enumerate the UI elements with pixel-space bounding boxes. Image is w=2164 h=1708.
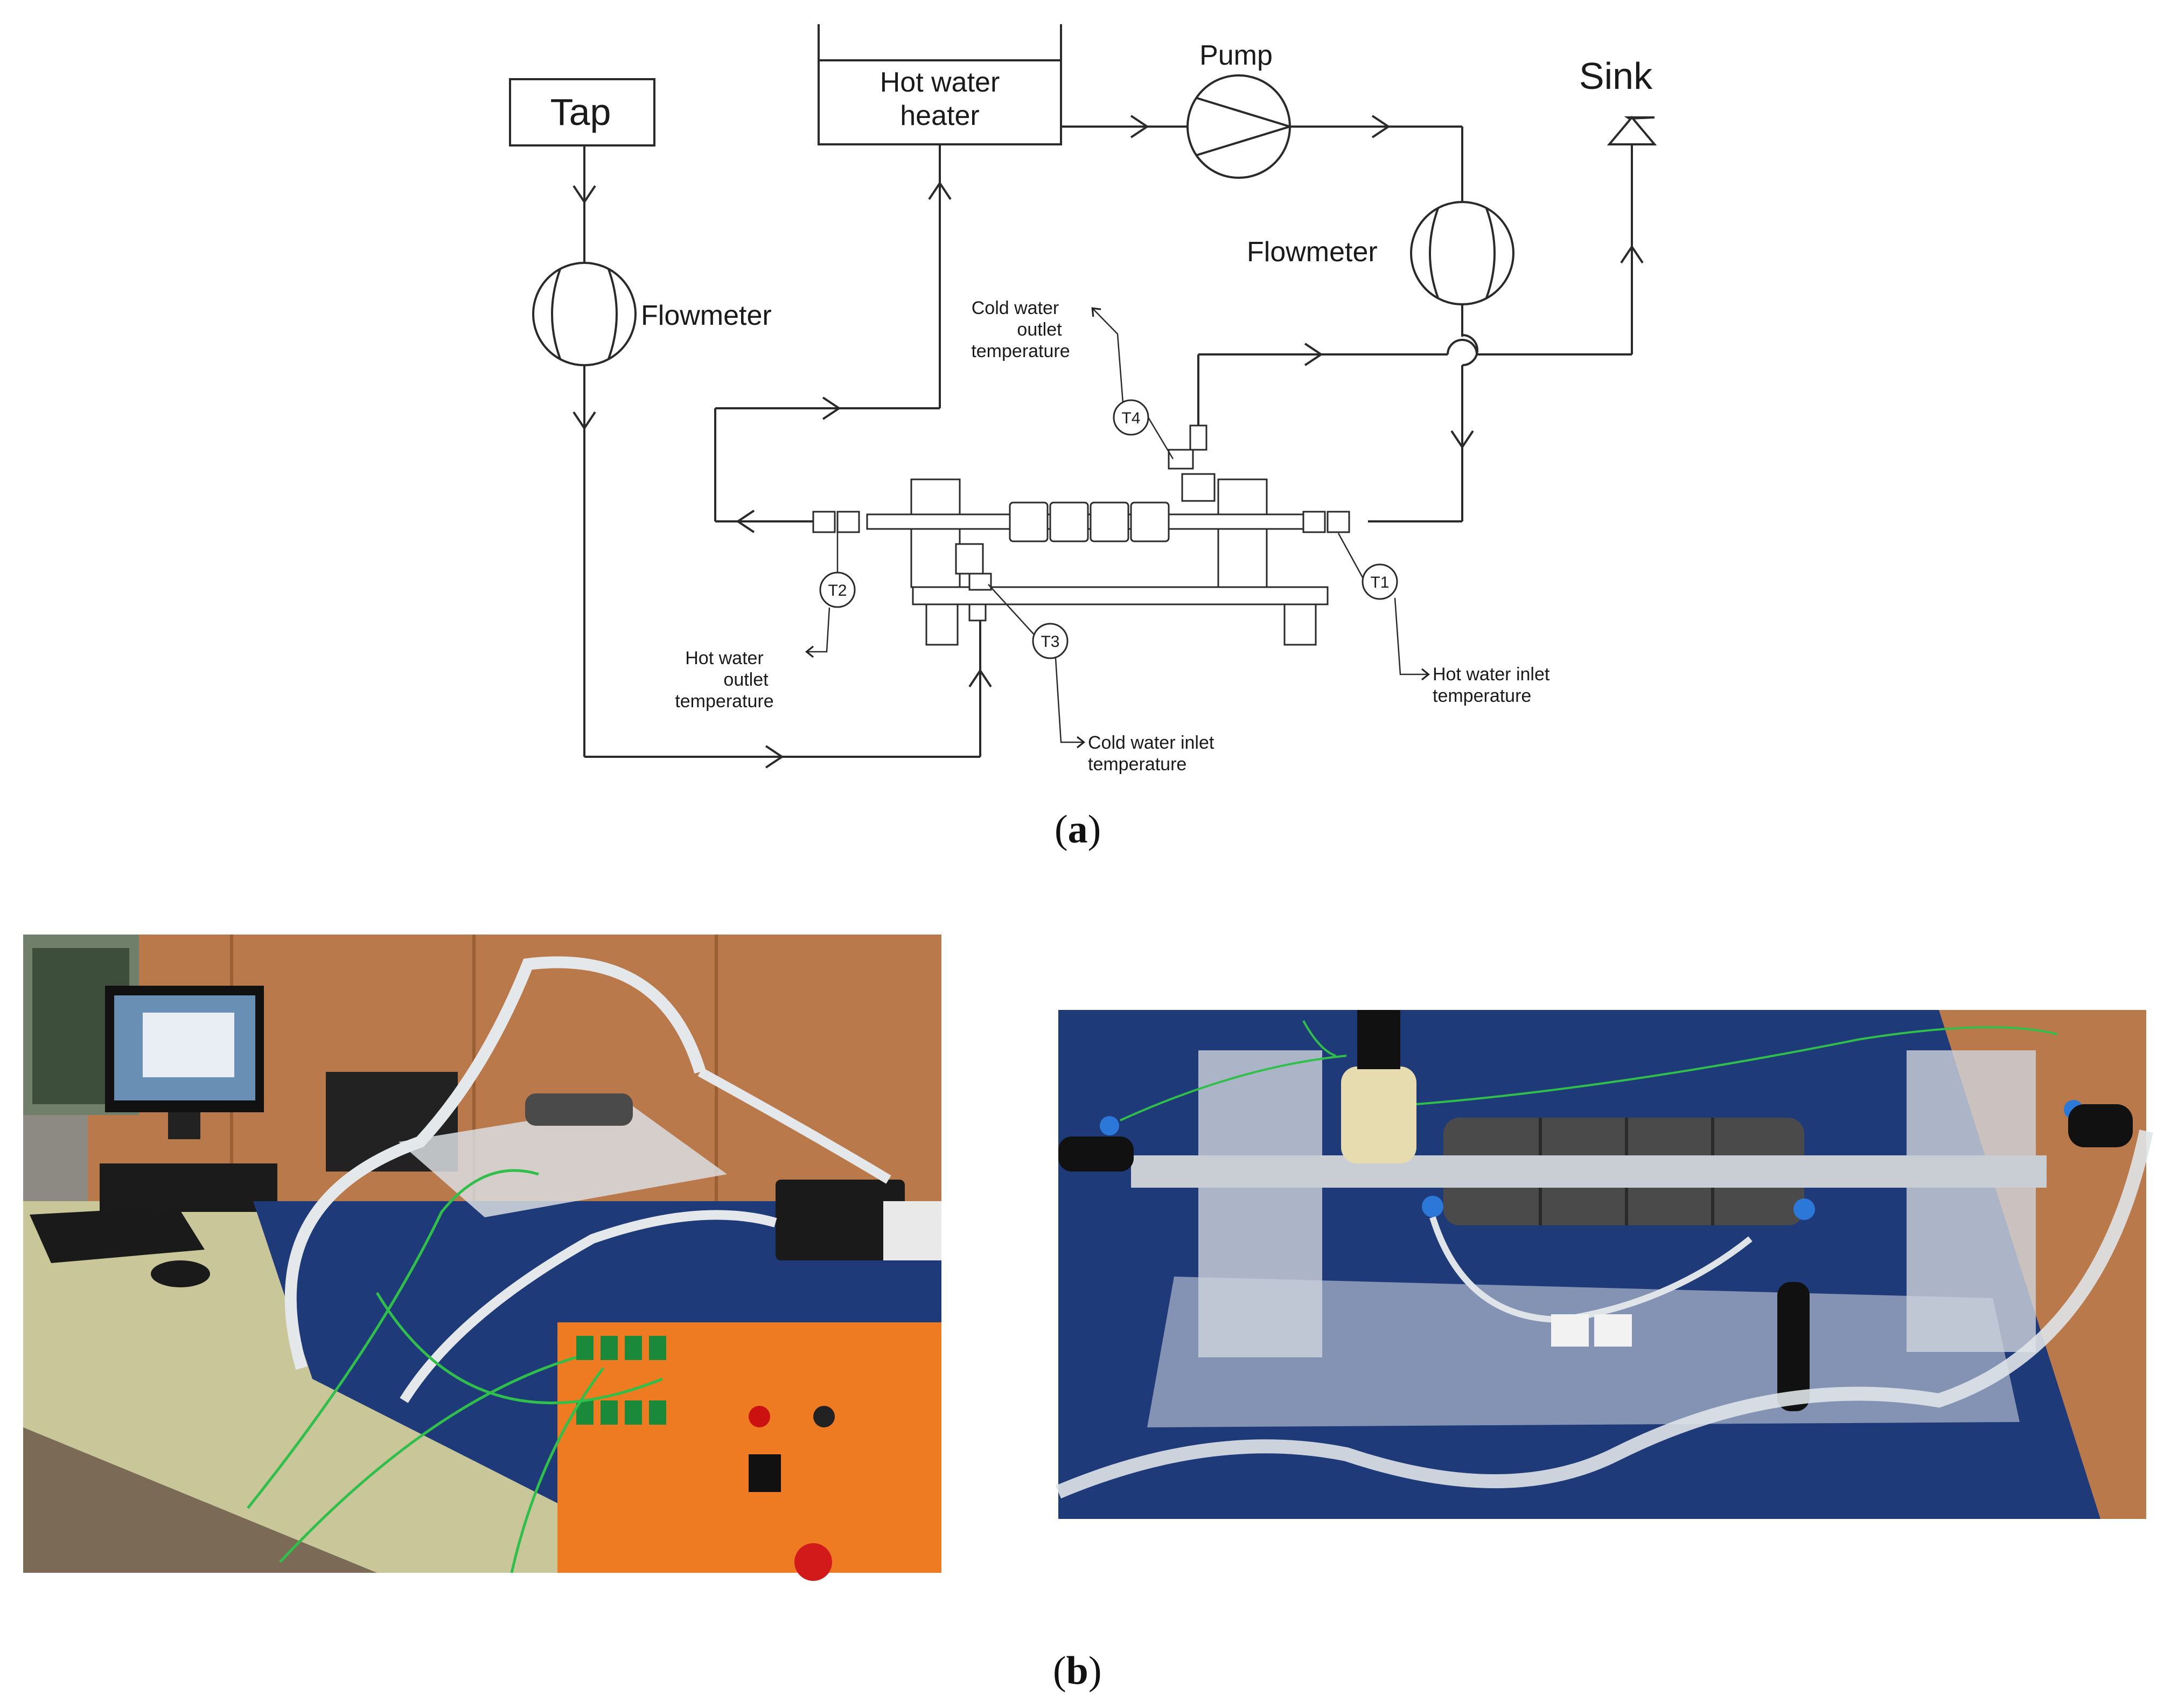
flowmeter-right-symbol xyxy=(1410,201,1514,305)
cold-inlet-line2: temperature xyxy=(1088,754,1186,775)
caption-a-letter: a xyxy=(1067,807,1088,852)
sensor-t2-label: T2 xyxy=(828,582,847,599)
hot-outlet-line3: temperature xyxy=(675,691,773,712)
caption-a-open: ( xyxy=(1055,807,1068,852)
flowmeter-left-label: Flowmeter xyxy=(641,300,772,331)
caption-b-open: ( xyxy=(1053,1649,1066,1693)
flowmeter-right-label: Flowmeter xyxy=(1247,236,1378,268)
sensor-t3-label: T3 xyxy=(1041,633,1059,651)
caption-a: (a) xyxy=(1055,807,1101,853)
caption-b: (b) xyxy=(1053,1648,1101,1694)
sensor-t1 xyxy=(1362,563,1398,600)
caption-b-close: ) xyxy=(1088,1649,1102,1693)
sensor-t1-label: T1 xyxy=(1370,574,1389,591)
hot-outlet-line2: outlet xyxy=(723,670,769,690)
heater-label-line1: Hot water xyxy=(880,67,1000,98)
cold-inlet-line1: Cold water inlet xyxy=(1088,733,1214,753)
pump-symbol xyxy=(1186,74,1291,179)
caption-a-close: ) xyxy=(1087,807,1101,852)
flowmeter-left-symbol xyxy=(532,262,637,366)
tap-label: Tap xyxy=(550,91,611,133)
cold-outlet-line2: outlet xyxy=(1017,319,1062,340)
photo-test-rig xyxy=(23,935,941,1581)
sink-label: Sink xyxy=(1579,55,1653,97)
heater-label-line2: heater xyxy=(900,100,979,131)
cold-outlet-line1: Cold water xyxy=(972,298,1059,318)
schematic-diagram xyxy=(509,24,1657,769)
sensor-t4-label: T4 xyxy=(1121,409,1140,427)
hot-inlet-line1: Hot water inlet xyxy=(1433,664,1550,685)
control-box xyxy=(557,1322,941,1573)
hot-inlet-line2: temperature xyxy=(1433,686,1531,706)
caption-b-letter: b xyxy=(1066,1649,1088,1693)
heat-exchanger-drawing xyxy=(812,424,1350,646)
photo-heat-exchanger xyxy=(1055,1010,2153,1519)
schematic-labels: Tap Hot water heater Pump Sink Flowmeter… xyxy=(550,40,1653,775)
pump-label: Pump xyxy=(1199,40,1273,71)
cold-outlet-line3: temperature xyxy=(971,341,1070,361)
sensor-t3 xyxy=(1032,623,1069,659)
tap-box xyxy=(509,78,655,147)
hot-outlet-line1: Hot water xyxy=(685,648,764,668)
